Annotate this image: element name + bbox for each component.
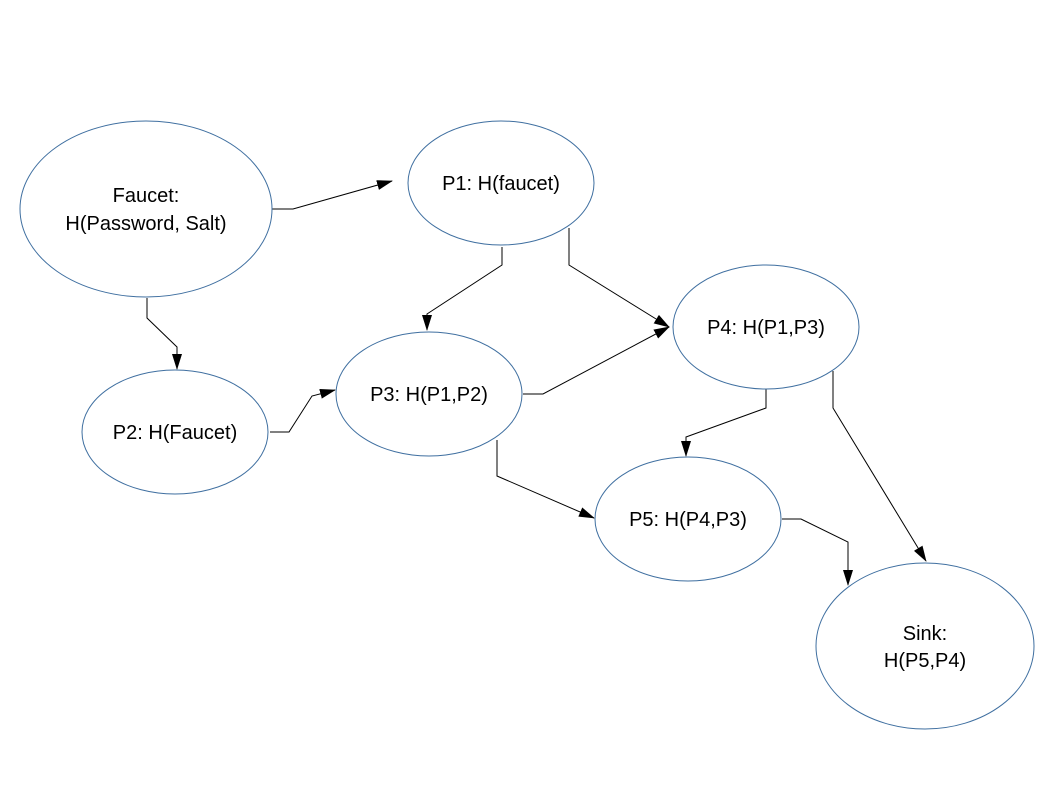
node-p4-label: P4: H(P1,P3) (707, 317, 825, 339)
node-sink-title: Sink: (903, 623, 947, 645)
node-faucet-title: Faucet: (113, 185, 180, 207)
edge-p3-to-p4 (523, 326, 670, 395)
node-p3-label: P3: H(P1,P2) (370, 384, 488, 406)
edges (146, 180, 927, 586)
node-p2: P2: H(Faucet) (81, 369, 269, 495)
edge-p3-to-p5 (496, 440, 595, 519)
node-p2-label: P2: H(Faucet) (113, 422, 237, 444)
edge-p2-to-p3 (270, 388, 336, 433)
edge-p1-to-p3 (422, 247, 503, 331)
node-p1-label: P1: H(faucet) (442, 173, 560, 195)
node-p3-ellipse (335, 331, 523, 457)
node-p4-ellipse (672, 264, 860, 390)
node-faucet-formula: H(Password, Salt) (65, 213, 226, 235)
node-p3: P3: H(P1,P2) (335, 331, 523, 457)
node-sink-ellipse (815, 562, 1035, 730)
node-faucet-ellipse (19, 120, 273, 298)
edge-faucet-to-p2 (146, 298, 182, 370)
node-sink-formula: H(P5,P4) (884, 650, 966, 672)
edge-faucet-to-p1 (272, 180, 393, 210)
node-p5-ellipse (594, 456, 782, 582)
node-p2-ellipse (81, 369, 269, 495)
node-p1-ellipse (407, 120, 595, 246)
edge-p4-to-sink (832, 371, 927, 562)
edge-p5-to-sink (782, 518, 853, 586)
edge-p4-to-p5 (681, 389, 767, 457)
node-faucet: Faucet: H(Password, Salt) (19, 120, 273, 298)
node-p5-label: P5: H(P4,P3) (629, 509, 747, 531)
node-p4: P4: H(P1,P3) (672, 264, 860, 390)
edge-p1-to-p4 (568, 228, 670, 328)
node-p5: P5: H(P4,P3) (594, 456, 782, 582)
node-p1: P1: H(faucet) (407, 120, 595, 246)
node-sink: Sink: H(P5,P4) (815, 562, 1035, 730)
